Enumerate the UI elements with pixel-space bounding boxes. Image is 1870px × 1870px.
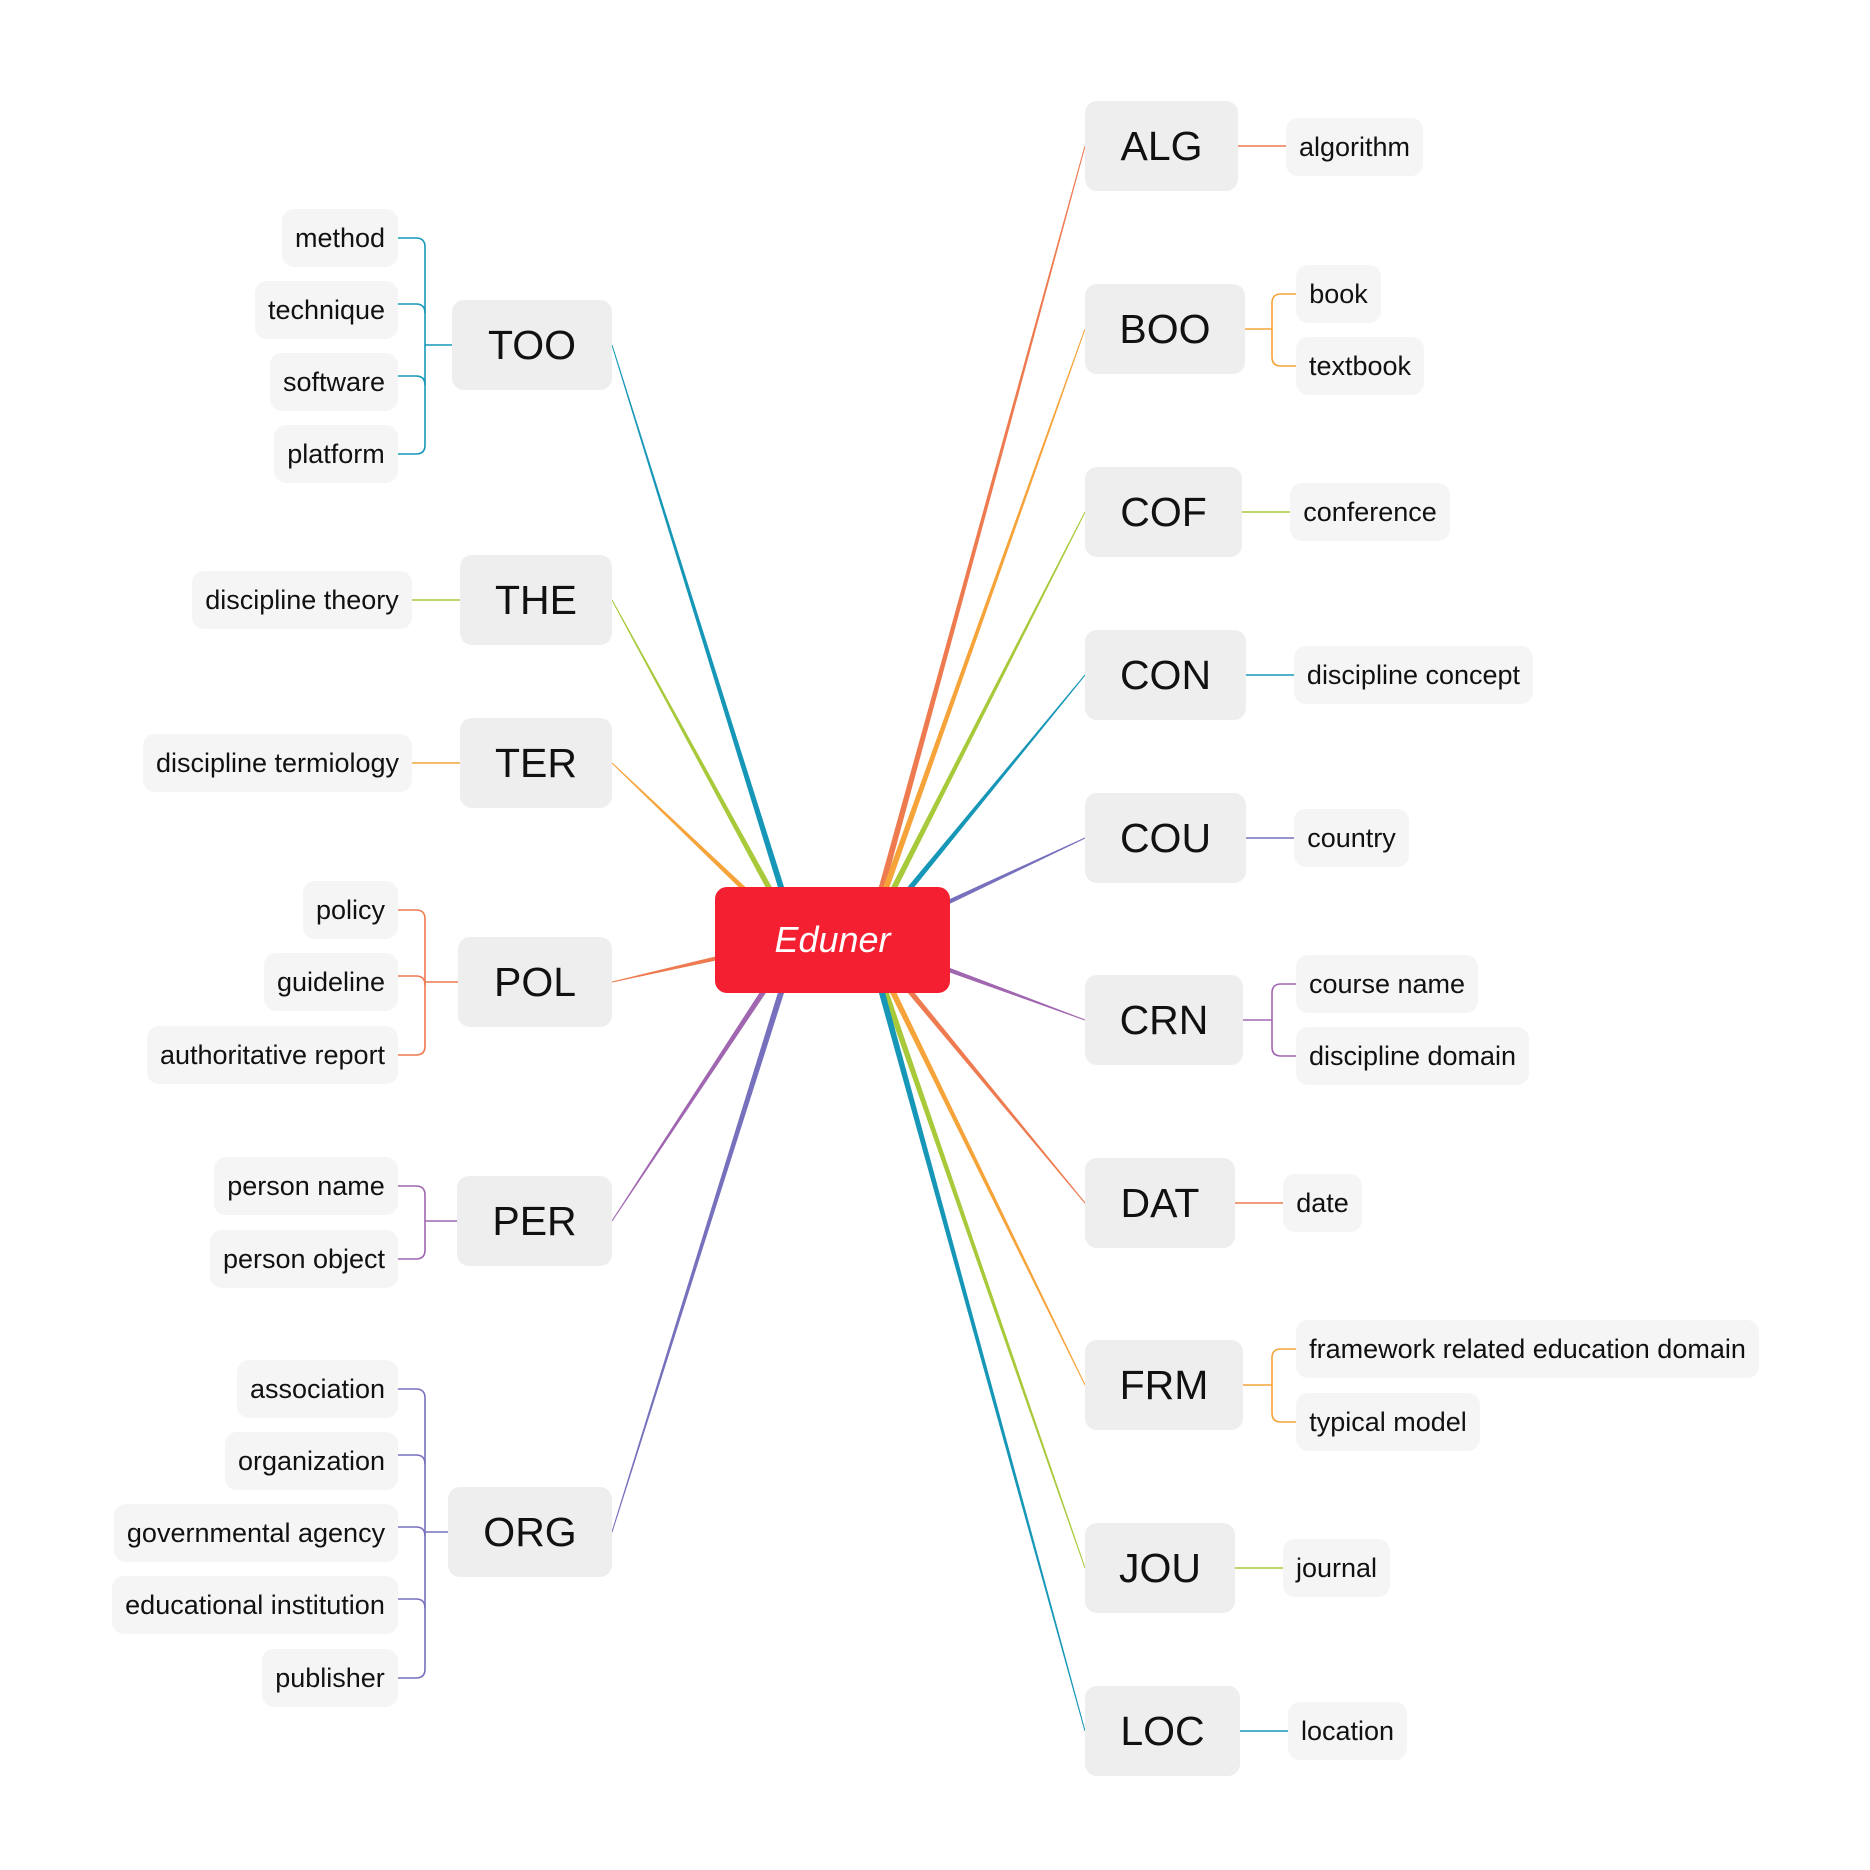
branch-dat[interactable]: DAT xyxy=(1085,1158,1235,1248)
leaf-per-1[interactable]: person object xyxy=(210,1230,398,1288)
leaf-boo-1[interactable]: textbook xyxy=(1296,337,1424,395)
leaf-too-2[interactable]: software xyxy=(270,353,398,411)
leaf-crn-0[interactable]: course name xyxy=(1296,955,1478,1013)
branch-too[interactable]: TOO xyxy=(452,300,612,390)
leaf-pol-0[interactable]: policy xyxy=(303,881,398,939)
leaf-org-2[interactable]: governmental agency xyxy=(114,1504,398,1562)
leaf-too-1[interactable]: technique xyxy=(255,281,398,339)
root-node[interactable]: Eduner xyxy=(715,887,950,993)
connector-root-per xyxy=(611,938,801,1222)
branch-the[interactable]: THE xyxy=(460,555,612,645)
leaf-jou-0[interactable]: journal xyxy=(1283,1539,1390,1597)
bracket-frm xyxy=(1271,1348,1296,1423)
leaf-cou-0[interactable]: country xyxy=(1294,809,1409,867)
branch-cof[interactable]: COF xyxy=(1085,467,1242,557)
branch-org[interactable]: ORG xyxy=(448,1487,612,1577)
connector-root-jou xyxy=(864,938,1086,1569)
bracket-per xyxy=(398,1185,426,1260)
leaf-dat-0[interactable]: date xyxy=(1283,1174,1362,1232)
connector-root-dat xyxy=(865,937,1086,1204)
leaf-org-0[interactable]: association xyxy=(237,1360,398,1418)
leaf-frm-1[interactable]: typical model xyxy=(1296,1393,1480,1451)
bracket-crn xyxy=(1271,983,1296,1057)
leaf-cof-0[interactable]: conference xyxy=(1290,483,1450,541)
bracket-boo xyxy=(1271,293,1296,367)
connector-root-the xyxy=(611,599,801,942)
connector-root-boo xyxy=(864,328,1086,942)
leaf-per-0[interactable]: person name xyxy=(214,1157,398,1215)
bracket-tick-org-1 xyxy=(398,1454,426,1465)
connector-root-con xyxy=(865,674,1086,943)
leaf-crn-1[interactable]: discipline domain xyxy=(1296,1027,1529,1085)
leaf-boo-0[interactable]: book xyxy=(1296,265,1381,323)
leaf-too-3[interactable]: platform xyxy=(274,425,398,483)
leaf-too-0[interactable]: method xyxy=(282,209,398,267)
bracket-tick-too-1 xyxy=(398,303,426,314)
bracket-too xyxy=(398,237,426,455)
bracket-tick-org-3 xyxy=(398,1598,426,1609)
leaf-org-1[interactable]: organization xyxy=(225,1432,398,1490)
branch-loc[interactable]: LOC xyxy=(1085,1686,1240,1776)
bracket-org xyxy=(398,1388,426,1679)
bracket-pol xyxy=(398,909,426,1056)
branch-frm[interactable]: FRM xyxy=(1085,1340,1243,1430)
leaf-alg-0[interactable]: algorithm xyxy=(1286,118,1423,176)
connector-root-loc xyxy=(864,939,1086,1732)
branch-alg[interactable]: ALG xyxy=(1085,101,1238,191)
branch-ter[interactable]: TER xyxy=(460,718,612,808)
branch-con[interactable]: CON xyxy=(1085,630,1246,720)
leaf-frm-0[interactable]: framework related education domain xyxy=(1296,1320,1759,1378)
connector-root-frm xyxy=(864,938,1086,1386)
connector-root-cof xyxy=(864,511,1086,942)
branch-pol[interactable]: POL xyxy=(458,937,612,1027)
leaf-org-4[interactable]: publisher xyxy=(262,1649,398,1707)
leaf-loc-0[interactable]: location xyxy=(1288,1702,1407,1760)
connector-root-too xyxy=(611,344,801,941)
branch-cou[interactable]: COU xyxy=(1085,793,1246,883)
connector-root-alg xyxy=(864,145,1086,941)
branch-per[interactable]: PER xyxy=(457,1176,612,1266)
branch-jou[interactable]: JOU xyxy=(1085,1523,1235,1613)
bracket-tick-org-2 xyxy=(398,1526,426,1537)
bracket-tick-too-2 xyxy=(398,375,426,386)
leaf-the-0[interactable]: discipline theory xyxy=(192,571,412,629)
leaf-org-3[interactable]: educational institution xyxy=(112,1576,398,1634)
connector-root-org xyxy=(611,939,801,1533)
bracket-tick-pol-1 xyxy=(398,975,426,986)
leaf-ter-0[interactable]: discipline termiology xyxy=(143,734,412,792)
branch-boo[interactable]: BOO xyxy=(1085,284,1245,374)
leaf-con-0[interactable]: discipline concept xyxy=(1294,646,1533,704)
leaf-pol-1[interactable]: guideline xyxy=(264,953,398,1011)
leaf-pol-2[interactable]: authoritative report xyxy=(147,1026,398,1084)
branch-crn[interactable]: CRN xyxy=(1085,975,1243,1065)
